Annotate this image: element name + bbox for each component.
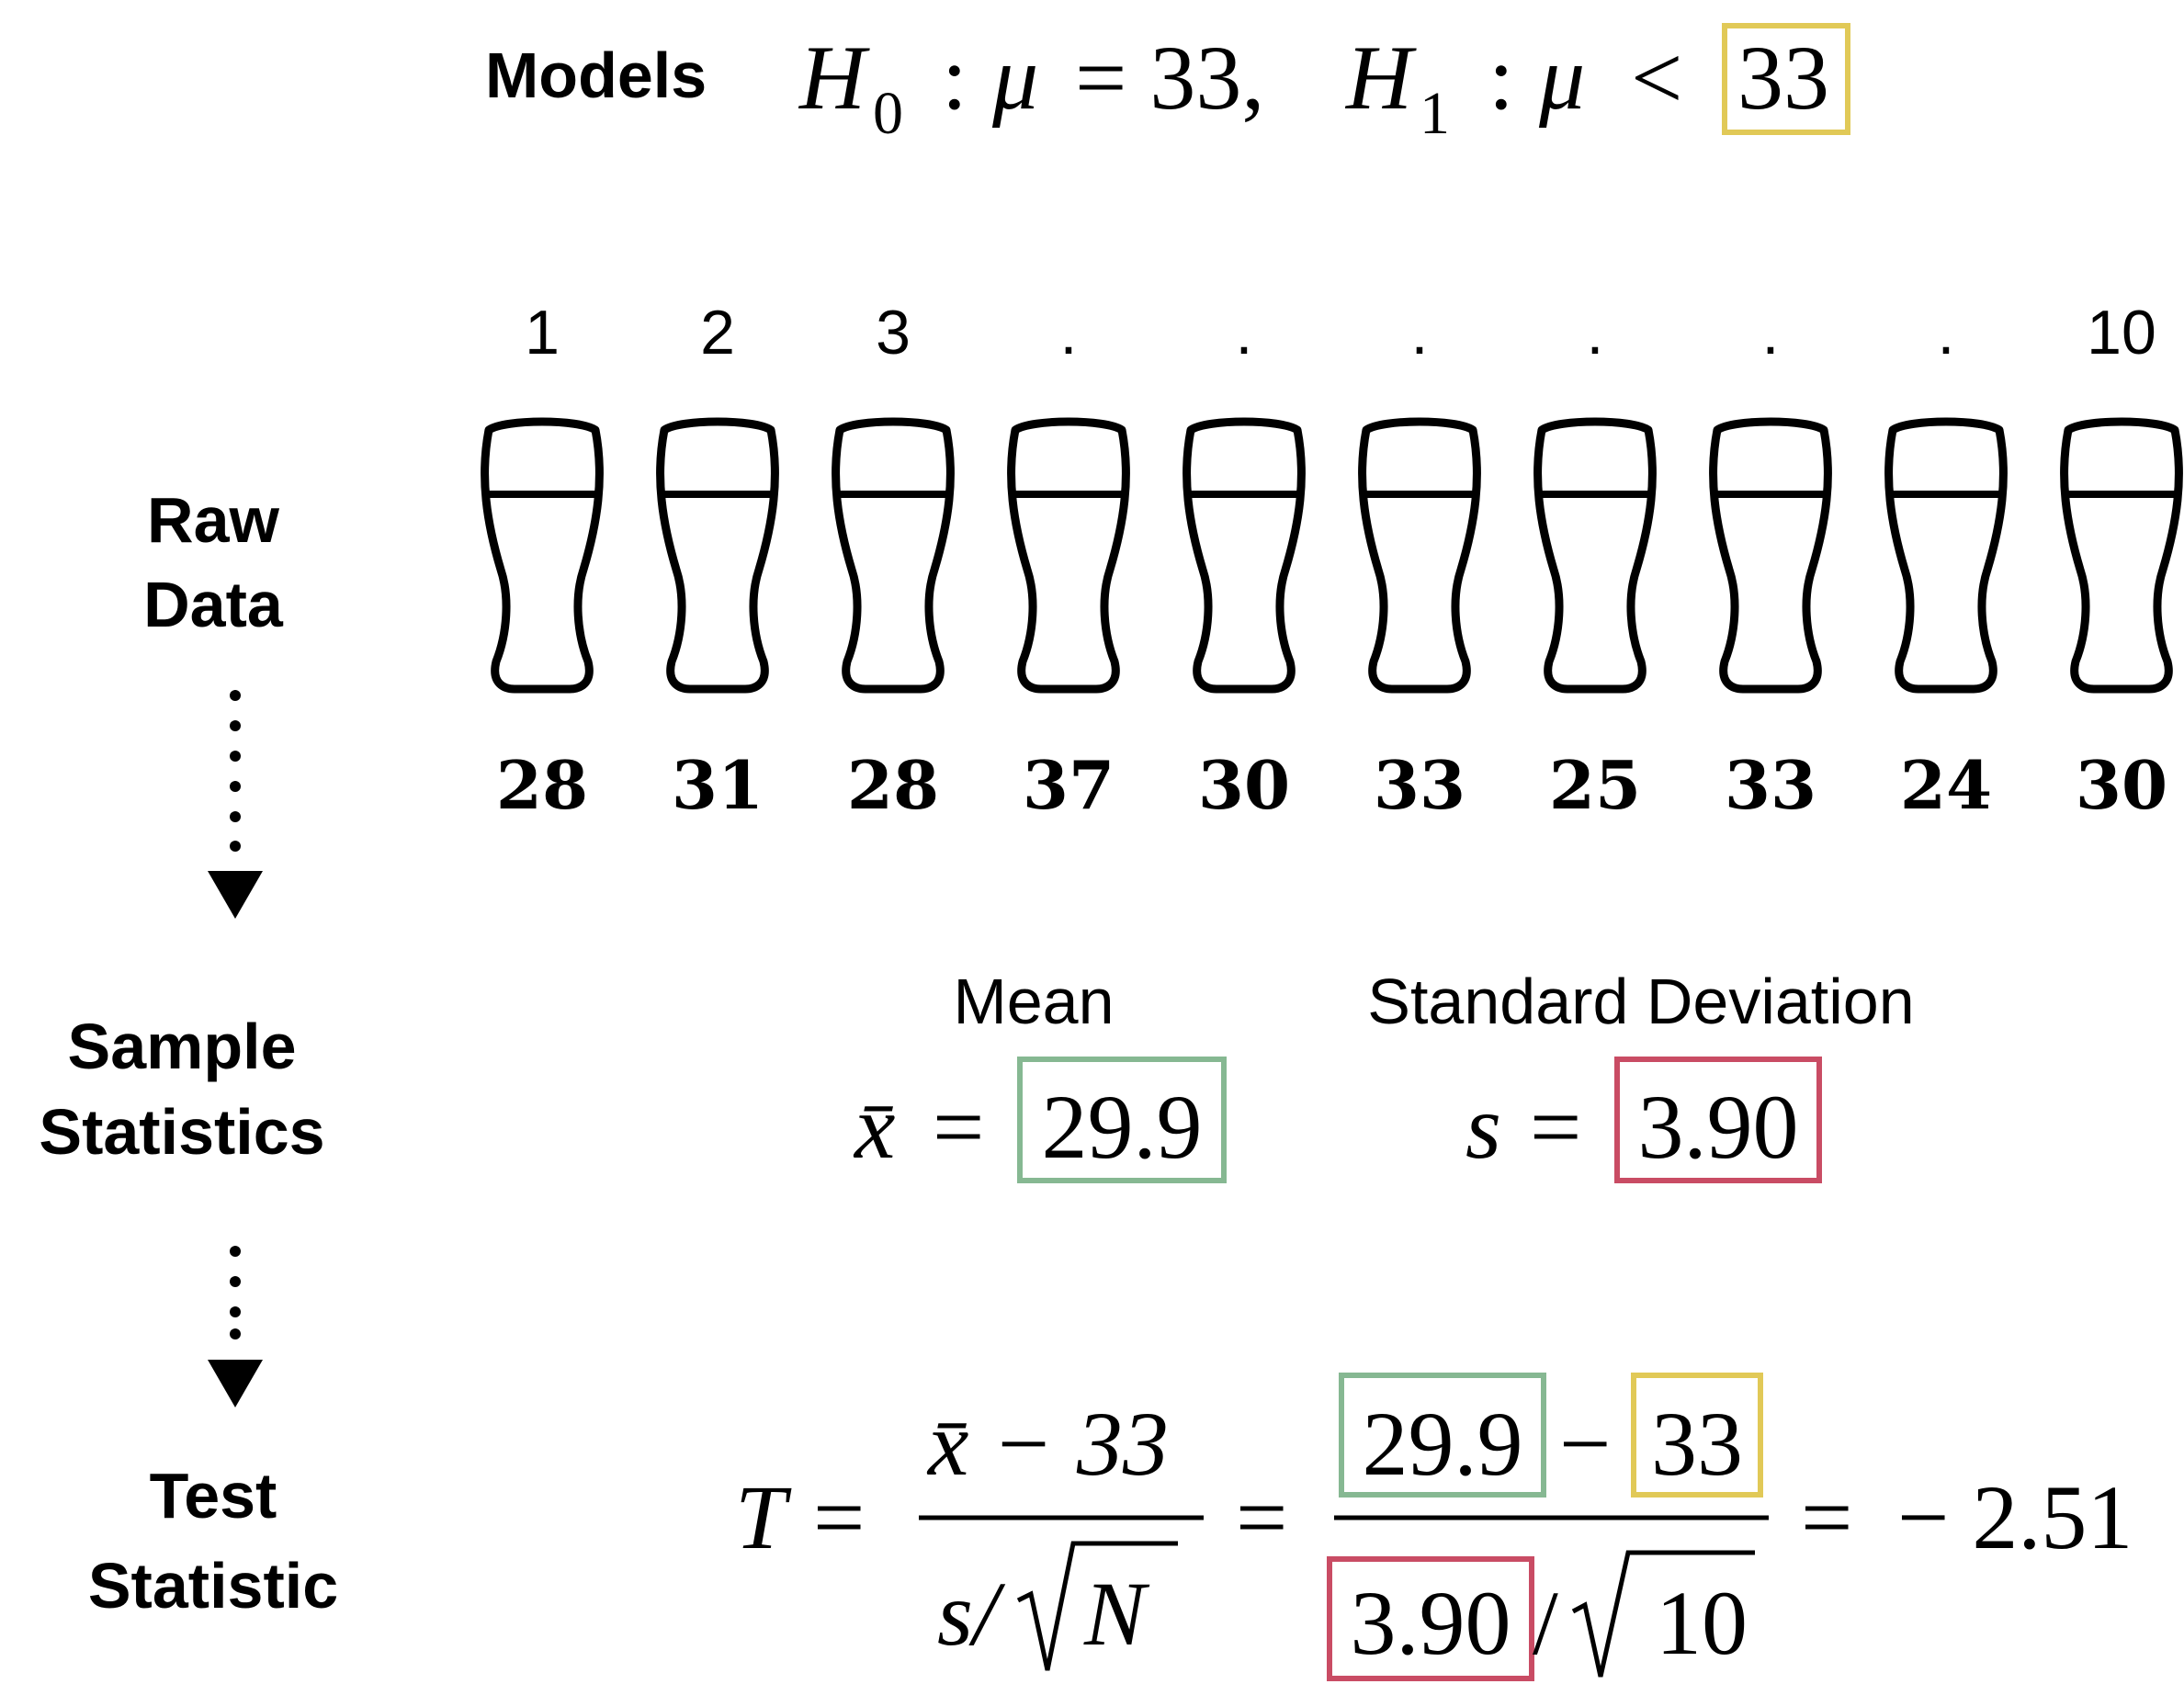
- sd-title: Standard Deviation: [1367, 966, 1914, 1037]
- h0-mu: μ: [991, 27, 1038, 129]
- glass-value-label: 33: [1374, 746, 1465, 824]
- glass-index-label: .: [1587, 298, 1604, 367]
- t-result: − 2.51: [1897, 1466, 2133, 1568]
- mean-formula: x̄ = 29.9: [853, 1057, 1227, 1183]
- glass-index-label: .: [1762, 298, 1780, 367]
- glass-index-label: .: [1236, 298, 1253, 367]
- glass-value-label: 24: [1900, 746, 1992, 824]
- beer-glass-icon: [2060, 417, 2183, 694]
- glass-value-label: 33: [1725, 746, 1816, 824]
- sqrt-sign-icon-2: [1571, 1550, 1755, 1678]
- h1-value: 33: [1737, 27, 1829, 129]
- models-formula: H 0 : μ = 33, H 1 : μ < 33: [798, 23, 1850, 147]
- beer-glass-icon: [1183, 417, 1306, 694]
- h1-mu: μ: [1538, 27, 1585, 129]
- glass-value-label: 25: [1549, 746, 1641, 824]
- sd-red-box: [1614, 1057, 1822, 1183]
- models-label: Models: [485, 40, 707, 111]
- beer-glass-icon: [481, 417, 604, 694]
- mean-title: Mean: [953, 966, 1114, 1037]
- glass-index-label: 3: [876, 298, 911, 367]
- test-statistic-label-line1: Test: [150, 1460, 277, 1531]
- h1-subscript: 1: [1420, 80, 1450, 147]
- t-den-sd: 3.90: [1351, 1572, 1511, 1674]
- beer-glass-icon: [1884, 417, 2008, 694]
- beer-glass-icon: [1709, 417, 1832, 694]
- glass-index-label: .: [1411, 298, 1429, 367]
- sd-value: 3.90: [1638, 1076, 1799, 1178]
- t-formula: T = x̄ − 33 s/ N = 29.9 − 33 3.90 / 10 =…: [735, 1373, 2133, 1681]
- t-num-minus: −: [1559, 1393, 1611, 1495]
- h0-symbol: H: [798, 27, 870, 129]
- h1-colon: :: [1488, 27, 1514, 129]
- glass-value-label: 30: [1198, 746, 1290, 824]
- beer-glass-icon: [832, 417, 955, 694]
- t-den-slash: /: [1533, 1572, 1558, 1674]
- glass-index-label: .: [1060, 298, 1078, 367]
- t-den-n: 10: [1656, 1572, 1748, 1674]
- h0-equals-33: = 33,: [1075, 27, 1264, 129]
- t-equals-2: =: [1236, 1466, 1287, 1568]
- glass-index-label: 1: [525, 298, 560, 367]
- h1-value-yellow-box: [1722, 23, 1850, 135]
- glass-value-label: 28: [847, 746, 939, 824]
- t-symbolic-numerator: x̄ − 33: [926, 1393, 1169, 1495]
- glass-index-label: .: [1938, 298, 1955, 367]
- t-equals-1: =: [813, 1466, 865, 1568]
- h0-subscript: 0: [873, 80, 903, 147]
- t-symbolic-den-n: N: [1083, 1563, 1150, 1665]
- h1-less-than: <: [1631, 27, 1682, 129]
- t-num-mean: 29.9: [1363, 1393, 1523, 1495]
- sd-symbol: s: [1465, 1076, 1501, 1178]
- sample-statistics-label-line2: Statistics: [39, 1096, 324, 1168]
- glass-index-label: 2: [700, 298, 735, 367]
- beer-glass-icon: [1007, 417, 1130, 694]
- dotted-arrow-1: [208, 690, 263, 919]
- beer-glass-icon: [1358, 417, 1481, 694]
- mean-value: 29.9: [1042, 1076, 1203, 1178]
- glass-value-label: 28: [496, 746, 588, 824]
- beer-glass-icon: [656, 417, 779, 694]
- t-num-mu0: 33: [1651, 1393, 1743, 1495]
- num-mean-green-box: [1339, 1373, 1546, 1498]
- h1-symbol: H: [1344, 27, 1417, 129]
- test-statistic-label-line2: Statistic: [88, 1550, 338, 1622]
- glass-value-label: 37: [1023, 746, 1115, 824]
- glass-value-label: 30: [2076, 746, 2167, 824]
- sd-equals: =: [1530, 1076, 1581, 1178]
- raw-data-label-line1: Raw: [147, 484, 279, 556]
- num-mu0-yellow-box: [1631, 1373, 1763, 1498]
- sqrt-sign-icon: [1016, 1541, 1178, 1671]
- beer-glass-icon: [1533, 417, 1657, 694]
- glasses-row: 1 28 2 31 3 28. 37. 30. 33. 25. 33. 24 10 30: [481, 298, 2183, 824]
- raw-data-label-line2: Data: [143, 569, 284, 640]
- mean-green-box: [1017, 1057, 1227, 1183]
- den-sd-red-box: [1327, 1556, 1534, 1681]
- h0-colon: :: [942, 27, 968, 129]
- sample-statistics-label-line1: Sample: [68, 1011, 297, 1082]
- mean-equals: =: [933, 1076, 984, 1178]
- glass-value-label: 31: [672, 746, 764, 824]
- sd-formula: s = 3.90: [1465, 1057, 1822, 1183]
- t-symbolic-den-s: s/: [937, 1563, 1006, 1665]
- t-symbol: T: [735, 1466, 792, 1568]
- mean-symbol: x̄: [853, 1076, 895, 1178]
- t-equals-3: =: [1801, 1466, 1852, 1568]
- dotted-arrow-2: [208, 1246, 263, 1407]
- glass-index-label: 10: [2087, 298, 2156, 367]
